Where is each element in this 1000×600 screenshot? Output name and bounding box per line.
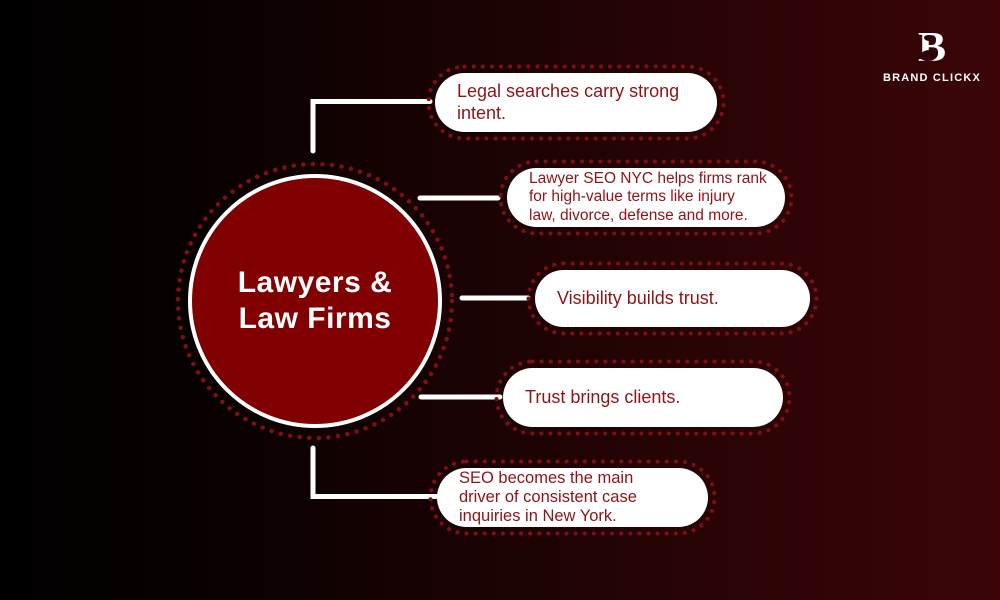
connector-elbow-bottom (310, 445, 439, 499)
center-topic-line1: Lawyers & (237, 266, 393, 299)
bull-horn-icon (923, 35, 934, 41)
bubble-1-dotted-border (426, 64, 726, 141)
bubble-text: SEO becomes the main driver of consisten… (459, 468, 637, 526)
bubble-trust-clients: Trust brings clients. (503, 368, 783, 427)
bubble-2-dotted-border (498, 159, 794, 236)
bubble-lawyer-seo-nyc: Lawyer SEO NYC helps firms rank for high… (507, 168, 785, 227)
bubble-seo-driver: SEO becomes the main driver of consisten… (437, 468, 708, 527)
brand-logo-icon: B (918, 26, 946, 70)
bubble-visibility-trust: Visibility builds trust. (535, 270, 810, 327)
bubble-legal-searches: Legal searches carry strong intent. (435, 73, 717, 132)
bubble-text: Legal searches carry strong intent. (457, 81, 680, 123)
bubble-5-dotted-border (428, 459, 717, 536)
logo-letter: B (917, 25, 946, 71)
center-topic-line2: Law Firms (238, 302, 392, 335)
center-circle (188, 174, 442, 428)
bubble-text: Trust brings clients. (525, 386, 681, 407)
bubble-text: Visibility builds trust. (557, 287, 719, 308)
bubble-text: Lawyer SEO NYC helps firms rank for high… (529, 170, 767, 224)
connector-elbow-top (310, 99, 433, 154)
brand-logo: B BRAND CLICKX (878, 26, 986, 84)
bubble-4-dotted-border (494, 359, 792, 436)
center-circle-dotted-ring (175, 161, 455, 441)
center-topic: Lawyers & Law Firms (190, 176, 440, 426)
bubble-3-dotted-border (526, 261, 819, 336)
brand-name: BRAND CLICKX (882, 72, 982, 84)
bull-silhouette-icon (919, 50, 937, 61)
